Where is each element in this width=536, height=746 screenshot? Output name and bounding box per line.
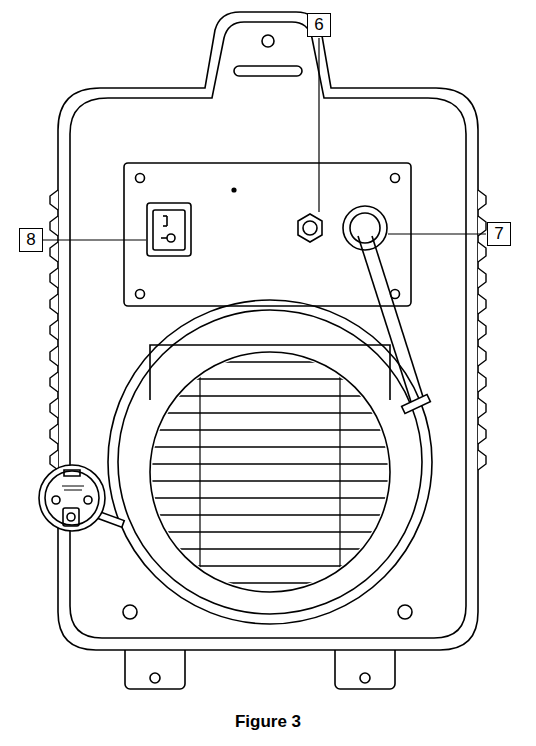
- side-fin: [478, 398, 486, 418]
- side-fin: [50, 268, 58, 288]
- screw: [360, 673, 370, 683]
- foot: [125, 645, 185, 689]
- cable-gland: [343, 206, 387, 250]
- side-fin: [50, 372, 58, 392]
- fan-grille: [150, 352, 390, 592]
- leader-line: [388, 233, 486, 234]
- leader-line: [318, 38, 319, 212]
- side-fin: [478, 450, 486, 470]
- grille-rib: [199, 360, 200, 590]
- housing: [58, 12, 478, 650]
- side-fin: [478, 372, 486, 392]
- side-fin: [50, 216, 58, 236]
- side-fin: [478, 242, 486, 262]
- side-fin: [50, 190, 58, 210]
- side-fin: [478, 268, 486, 288]
- foot: [335, 645, 395, 689]
- side-fin: [50, 320, 58, 340]
- grille-slat: [140, 531, 400, 532]
- handle-slot: [234, 66, 302, 76]
- grille-rib: [339, 360, 340, 590]
- side-fin: [478, 424, 486, 444]
- side-fin: [50, 294, 58, 314]
- power-switch: [147, 203, 191, 256]
- grille-slat: [140, 480, 400, 481]
- coiled-cable: [108, 300, 432, 624]
- side-fin: [50, 450, 58, 470]
- grille-slat: [140, 548, 400, 549]
- side-fin: [478, 216, 486, 236]
- grille-slat: [140, 565, 400, 566]
- screw: [262, 35, 274, 47]
- figure-caption: Figure 3: [0, 712, 536, 732]
- grille-slat: [140, 514, 400, 515]
- grille-slat: [140, 412, 400, 413]
- callout-number: 6: [307, 13, 331, 37]
- grille-slat: [140, 378, 400, 379]
- grille-slat: [140, 429, 400, 430]
- side-fin: [478, 346, 486, 366]
- side-fin: [50, 346, 58, 366]
- gas-connector: [298, 214, 322, 242]
- grille-slat: [140, 463, 400, 464]
- side-fin: [50, 242, 58, 262]
- mains-plug: [39, 465, 105, 531]
- leader-line: [43, 239, 146, 240]
- grille-slat: [140, 446, 400, 447]
- side-fin: [478, 294, 486, 314]
- callout-number: 7: [487, 222, 511, 246]
- side-fin: [478, 190, 486, 210]
- grille-slat: [140, 361, 400, 362]
- grille-slat: [140, 497, 400, 498]
- side-fin: [50, 424, 58, 444]
- side-fin: [478, 320, 486, 340]
- side-fin: [50, 398, 58, 418]
- screw: [150, 673, 160, 683]
- rear-panel: [124, 163, 411, 306]
- grille-slat: [140, 395, 400, 396]
- housing-inner-edge: [70, 22, 466, 638]
- callout-number: 8: [19, 228, 43, 252]
